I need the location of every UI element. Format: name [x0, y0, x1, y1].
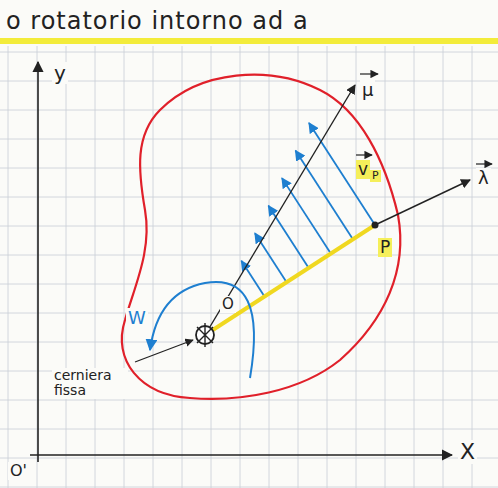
grid-line: [182, 46, 183, 488]
grid-line: [472, 46, 473, 488]
grid-line: [0, 139, 498, 140]
velocity-arrow: [241, 261, 264, 297]
grid-line: [0, 313, 498, 314]
grid-line: [327, 46, 328, 488]
grid-line: [356, 46, 357, 488]
grid-line: [269, 46, 270, 488]
x-axis: [30, 454, 452, 456]
axis-label: X: [458, 440, 477, 464]
rigid-body-outline: [122, 75, 400, 399]
grid-line: [211, 46, 212, 488]
velocity-arrow: [255, 233, 287, 282]
omega-arc: [150, 282, 254, 378]
grid-line: [0, 284, 498, 285]
point-p: [372, 222, 379, 229]
grid-line: [0, 429, 498, 430]
vector-label: μ: [360, 80, 375, 100]
axis-label: y: [52, 62, 68, 84]
grid-line: [37, 46, 38, 488]
grid-line: [0, 458, 498, 459]
grid-line: [95, 46, 96, 488]
grid-line: [0, 400, 498, 401]
point-label: O: [220, 296, 236, 313]
grid-line: [240, 46, 241, 488]
grid-line: [0, 255, 498, 256]
leader-line: [135, 340, 193, 362]
vector-mark: [360, 73, 378, 74]
omega-label: W: [126, 308, 148, 328]
vector-label: λ: [476, 168, 491, 188]
grid-line: [0, 342, 498, 343]
grid-line: [298, 46, 299, 488]
grid-line: [66, 46, 67, 488]
radius-op: [205, 225, 375, 335]
grid-line: [0, 226, 498, 227]
grid-line: [0, 81, 498, 82]
vector-mark: [476, 163, 492, 164]
grid-line: [8, 46, 9, 488]
u-axis: [205, 85, 355, 335]
origin-label: O': [8, 462, 29, 480]
velocity-arrow: [309, 123, 375, 225]
vector-label: v: [356, 160, 370, 179]
grid-line: [0, 52, 498, 53]
velocity-arrow: [282, 178, 331, 253]
grid-line: [0, 197, 498, 198]
grid-line: [385, 46, 386, 488]
grid-line: [124, 46, 125, 488]
y-axis: [37, 62, 39, 462]
grid-line: [443, 46, 444, 488]
title-underline: [0, 38, 498, 44]
hinge-label: cerniera fissa: [52, 368, 128, 399]
lambda-vector: [375, 180, 470, 225]
grid-line: [414, 46, 415, 488]
point-label: P: [378, 238, 392, 257]
hinge-hatch: [197, 323, 213, 347]
velocity-arrow: [268, 206, 308, 268]
vector-mark: [356, 154, 372, 155]
grid-line: [0, 487, 498, 488]
graph-paper: [0, 46, 498, 488]
velocity-arrow: [295, 151, 352, 240]
subscript-label: P: [370, 170, 381, 182]
grid-line: [153, 46, 154, 488]
grid-line: [0, 168, 498, 169]
grid-line: [0, 110, 498, 111]
page-title: o rotatorio intorno ad a: [4, 8, 311, 34]
